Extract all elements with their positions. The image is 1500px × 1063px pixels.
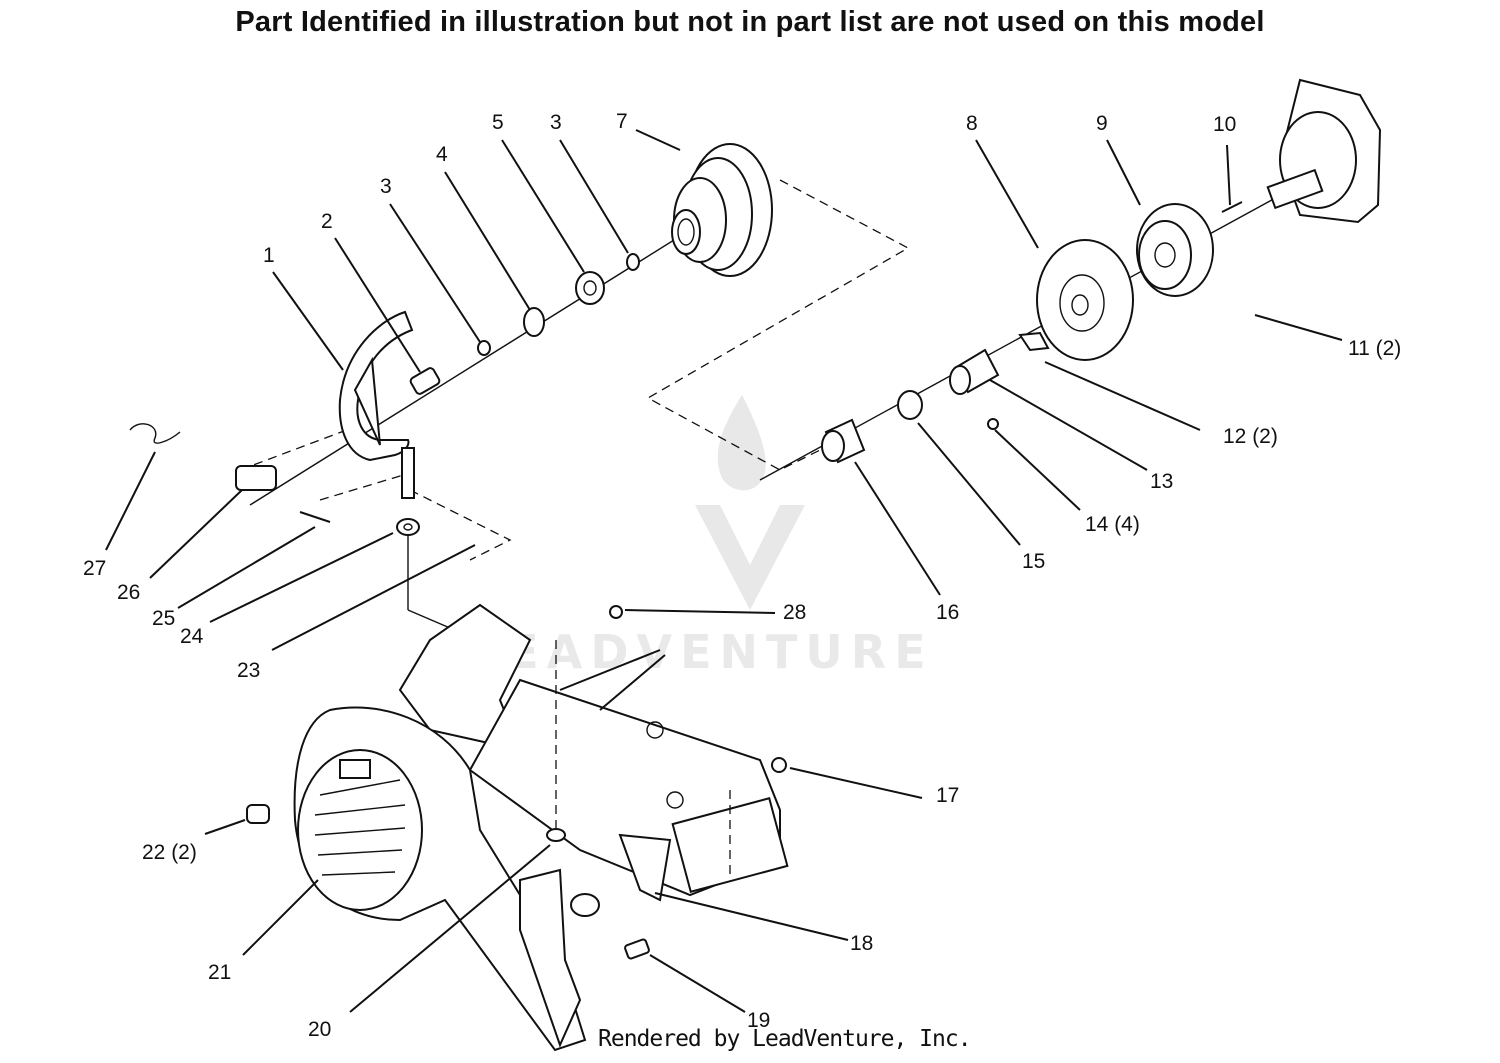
part-5-bearing: [575, 271, 605, 305]
callout-26: 26: [117, 581, 140, 604]
callout-16: 16: [936, 601, 959, 624]
callout-22: 22 (2): [142, 841, 197, 864]
part-21-blower-housing: [293, 706, 587, 1052]
callout-8: 8: [966, 112, 978, 135]
leader-lines: [105, 129, 1343, 1013]
callout-27: 27: [83, 557, 106, 580]
part-28-screw: [609, 605, 623, 619]
callout-15: 15: [1022, 550, 1045, 573]
part-12-clip: [1018, 331, 1050, 352]
watermark-logo: [695, 395, 805, 610]
callout-10: 10: [1213, 113, 1236, 136]
callout-17: 17: [936, 784, 959, 807]
part-13-sleeve: [949, 348, 1000, 395]
part-3-ring-lower: [477, 340, 491, 356]
callout-3a: 3: [380, 175, 392, 198]
part-14-screw: [987, 418, 999, 430]
callout-4: 4: [436, 143, 448, 166]
part-20-chute: [519, 868, 582, 1048]
callout-14: 14 (4): [1085, 513, 1140, 536]
part-20-washer: [546, 828, 566, 842]
footer-credit: Rendered by LeadVenture, Inc.: [598, 1026, 972, 1052]
part-15-ring: [897, 390, 923, 420]
callout-19: 19: [747, 1009, 770, 1032]
callout-2: 2: [321, 210, 333, 233]
part-27-spring: [129, 423, 181, 444]
callout-9: 9: [1096, 112, 1108, 135]
part-7-pulley: [671, 143, 773, 277]
callout-28: 28: [783, 601, 806, 624]
part-1-lever-arm: [338, 310, 415, 499]
part-10-housing: [1221, 78, 1382, 224]
part-8-disc: [1036, 239, 1134, 361]
callout-5: 5: [492, 111, 504, 134]
part-9-pulley: [1136, 203, 1214, 297]
callout-25: 25: [152, 607, 175, 630]
part-16-bushing: [821, 418, 866, 464]
part-26-bracket: [235, 465, 277, 491]
part-2-bushing: [409, 367, 441, 395]
chassis-knob: [570, 893, 600, 917]
callout-21: 21: [208, 961, 231, 984]
chassis-frame: [398, 603, 789, 902]
callout-12: 12 (2): [1223, 425, 1278, 448]
callout-24: 24: [180, 625, 204, 648]
callout-23: 23: [237, 659, 260, 682]
part-17-nut: [771, 757, 787, 773]
callout-18: 18: [850, 932, 873, 955]
part-3-ring-upper: [626, 253, 640, 271]
header-note: Part Identified in illustration but not …: [235, 6, 1265, 38]
callout-11: 11 (2): [1348, 337, 1401, 360]
callout-1: 1: [263, 244, 275, 267]
callout-3b: 3: [550, 111, 562, 134]
watermark-text: LEADVENTURE: [470, 625, 934, 679]
part-24-washer: [396, 518, 420, 536]
part-19-bolt: [624, 938, 650, 960]
callout-13: 13: [1150, 470, 1173, 493]
callout-7: 7: [616, 110, 628, 133]
part-25-pin: [299, 511, 331, 523]
callout-20: 20: [308, 1018, 331, 1041]
part-22-knob: [246, 804, 270, 824]
part-4-retaining-ring: [523, 307, 545, 337]
